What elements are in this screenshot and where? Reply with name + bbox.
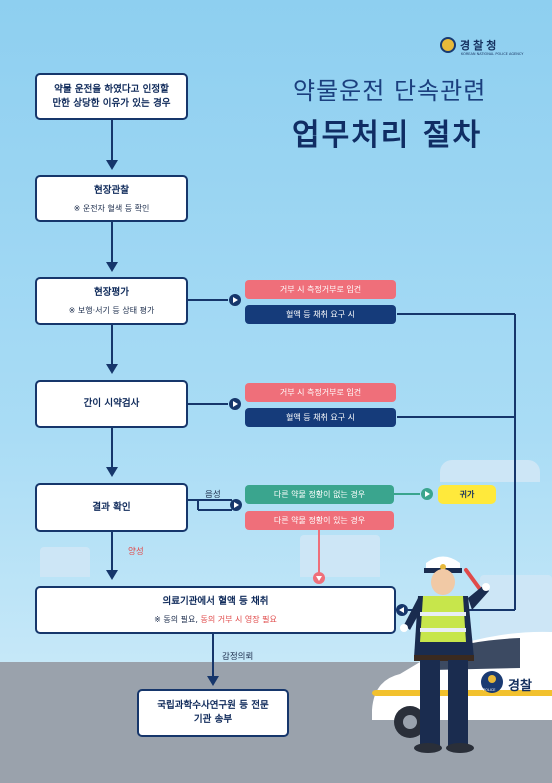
step-suspicion: 약물 운전을 하였다고 인정할 만한 상당한 이유가 있는 경우 xyxy=(35,73,188,120)
step-nfs: 국립과학수사연구원 등 전문기관 송부 xyxy=(137,689,289,737)
step-nfs-text: 국립과학수사연구원 등 전문기관 송부 xyxy=(157,700,269,725)
branch-refuse-measure-1: 거부 시 측정거부로 입건 xyxy=(245,280,396,299)
step-hospital-note-prefix: ※ 동의 필요, xyxy=(154,615,198,624)
step-hospital: 의료기관에서 혈액 등 채취 ※ 동의 필요, 동의 거부 시 영장 필요 xyxy=(35,586,396,634)
police-agency-logo: 경찰청 KOREAN NATIONAL POLICE AGENCY xyxy=(440,37,523,56)
branch-other-drug: 다른 약물 정황이 있는 경우 xyxy=(245,511,394,530)
police-car-badge-text: POLICE xyxy=(483,688,496,692)
step-hospital-note: ※ 동의 필요, 동의 거부 시 영장 필요 xyxy=(154,614,277,625)
step-evaluation-title: 현장평가 xyxy=(94,287,129,298)
step-evaluation: 현장평가 ※ 보행·서기 등 상태 평가 xyxy=(35,277,188,325)
step-hospital-note-warning: 동의 거부 시 영장 필요 xyxy=(200,615,277,624)
step-result: 결과 확인 xyxy=(35,483,188,532)
title-line-2: 업무처리 절차 xyxy=(292,118,483,153)
label-negative: 음성 xyxy=(205,490,221,500)
logo-subtitle: KOREAN NATIONAL POLICE AGENCY xyxy=(461,52,524,56)
step-hospital-title: 의료기관에서 혈액 등 채취 xyxy=(162,596,269,607)
police-emblem-icon xyxy=(440,37,456,53)
branch-blood-request-2: 혈액 등 채취 요구 시 xyxy=(245,408,396,427)
step-evaluation-note: ※ 보행·서기 등 상태 평가 xyxy=(68,306,155,315)
step-result-title: 결과 확인 xyxy=(92,501,131,513)
logo-name: 경찰청 xyxy=(460,39,500,52)
step-observation: 현장관찰 ※ 운전자 혈색 등 확인 xyxy=(35,175,188,222)
police-car-text: 경찰 xyxy=(508,679,532,694)
label-forensic: 감정의뢰 xyxy=(222,652,254,662)
branch-blood-request-1: 혈액 등 채취 요구 시 xyxy=(245,305,396,324)
step-observation-note: ※ 운전자 혈색 등 확인 xyxy=(73,203,150,213)
step-observation-title: 현장관찰 xyxy=(94,184,129,196)
branch-go-home: 귀가 xyxy=(438,485,496,504)
title-line-1: 약물운전 단속관련 xyxy=(293,77,487,105)
branch-no-other-drug: 다른 약물 정황이 없는 경우 xyxy=(245,485,394,504)
step-quick-test-title: 간이 시약검사 xyxy=(83,398,140,409)
branch-refuse-measure-2: 거부 시 측정거부로 입건 xyxy=(245,383,396,402)
building-silhouette xyxy=(300,535,380,577)
step-suspicion-text: 약물 운전을 하였다고 인정할 만한 상당한 이유가 있는 경우 xyxy=(52,83,171,109)
step-quick-test: 간이 시약검사 xyxy=(35,380,188,428)
label-positive: 양성 xyxy=(128,547,144,557)
building-silhouette xyxy=(40,547,90,577)
